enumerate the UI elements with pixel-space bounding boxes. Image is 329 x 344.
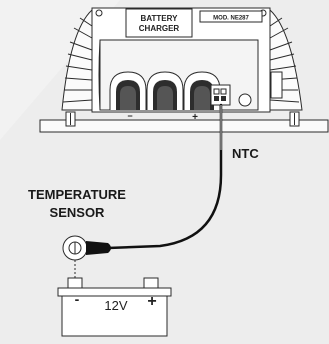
charger-title-box: [125, 8, 193, 38]
battery-charger: BATTERY CHARGER MOD. NE287 − +: [39, 7, 329, 133]
battery-plus-symbol: +: [147, 293, 156, 310]
battery-minus-symbol: -: [75, 291, 80, 307]
status-led: [238, 93, 252, 107]
sensor-label-line1: TEMPERATURE: [28, 187, 126, 202]
heat-sink-left: [61, 8, 93, 111]
charger-title-line2: CHARGER: [139, 24, 180, 33]
charger-plus-symbol: +: [192, 112, 198, 123]
temperature-sensor: [62, 235, 111, 288]
charger-minus-symbol: −: [127, 111, 132, 121]
cable-gland-left: [109, 71, 147, 110]
model-plate: [199, 10, 263, 23]
charger-base-plate: [39, 119, 329, 133]
sensor-label-line2: SENSOR: [50, 205, 106, 220]
ntc-cable: [106, 103, 223, 250]
battery-body: [61, 295, 168, 337]
battery: - + 12V: [57, 277, 172, 337]
battery-post-positive: [143, 277, 159, 289]
mounting-screw-right: [289, 111, 300, 127]
charger-title-line1: BATTERY: [141, 14, 179, 23]
cable-gland-middle: [146, 71, 184, 110]
sensor-sleeve: [86, 241, 111, 255]
mounting-screw-left: [65, 111, 76, 127]
model-number: MOD. NE287: [213, 16, 249, 22]
battery-voltage: 12V: [104, 298, 127, 313]
battery-post-negative: [67, 277, 83, 289]
ntc-connector: [210, 84, 231, 106]
side-slot: [270, 71, 283, 99]
corner-tab-left: [95, 9, 103, 17]
ntc-label: NTC: [232, 146, 259, 161]
